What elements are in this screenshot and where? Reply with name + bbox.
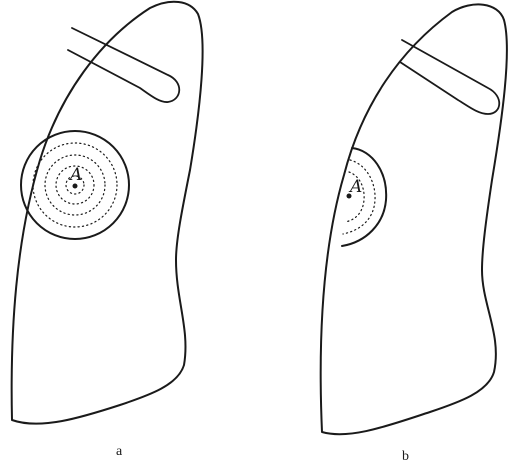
panel-label-b: b — [402, 449, 409, 464]
panel-label-a: a — [116, 444, 123, 459]
lung-outline-b — [321, 4, 507, 434]
bronchus-b — [400, 40, 499, 114]
panel-a: A a — [12, 2, 203, 459]
point-label-b: A — [348, 177, 362, 197]
bronchus-a — [68, 28, 179, 102]
lung-outline-a — [12, 2, 203, 424]
panel-b: A b — [321, 4, 507, 464]
point-label-a: A — [68, 165, 82, 185]
